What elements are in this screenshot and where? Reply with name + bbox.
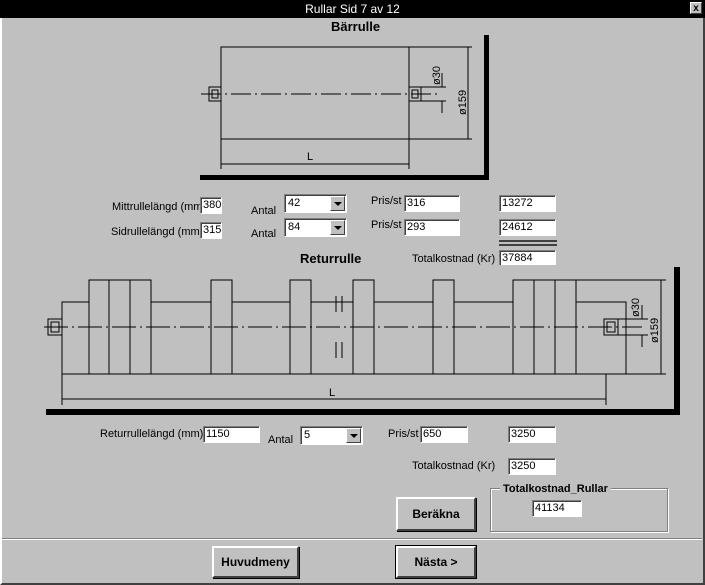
total-rullar-field[interactable]: 41134 — [532, 500, 582, 517]
returrulle-heading: Returrulle — [300, 251, 362, 266]
chevron-down-icon[interactable] — [346, 428, 361, 443]
returrulle-antal-value: 5 — [304, 429, 311, 441]
bar-total-field[interactable]: 37884 — [499, 250, 556, 267]
returrulle-drawing: ø30 ø159 L — [42, 265, 680, 415]
returrulle-inner-dia: ø30 — [630, 298, 642, 317]
title-bar: Rullar Sid 7 av 12 — [0, 0, 705, 18]
returrulle-antal-select[interactable]: 5 — [300, 426, 363, 445]
returrulle-label: Returrullelängd (mm) — [100, 428, 204, 440]
sum-separator-line-2 — [499, 244, 557, 246]
chevron-down-icon[interactable] — [330, 220, 345, 235]
bar-total-label: Totalkostnad (Kr) — [412, 253, 496, 265]
returrulle-sum-field[interactable]: 3250 — [508, 426, 556, 443]
returrulle-antal-label: Antal — [268, 434, 294, 446]
mittrulle-length-field[interactable]: 380 — [200, 197, 222, 214]
mittrulle-pris-label: Pris/st — [371, 195, 402, 207]
sidrulle-length-field[interactable]: 315 — [200, 222, 222, 239]
nasta-button[interactable]: Nästa > — [395, 545, 477, 579]
returrulle-length-field[interactable]: 1150 — [203, 426, 260, 443]
chevron-down-icon[interactable] — [330, 196, 345, 211]
mittrulle-antal-label: Antal — [251, 205, 277, 217]
berakna-button[interactable]: Beräkna — [396, 497, 476, 531]
window-frame — [0, 18, 705, 585]
sidrulle-pris-label: Pris/st — [371, 219, 402, 231]
total-rullar-group-label: Totalkostnad_Rullar — [500, 483, 611, 495]
returrulle-total-label: Totalkostnad (Kr) — [412, 460, 496, 472]
mittrulle-antal-value: 42 — [288, 197, 301, 209]
footer-separator-highlight — [2, 539, 702, 540]
barrulle-inner-dia: ø30 — [431, 66, 443, 85]
panel-shadow-bottom — [46, 409, 680, 415]
window-title: Rullar Sid 7 av 12 — [305, 2, 400, 16]
returrulle-shaft — [61, 301, 627, 375]
mittrulle-label: Mittrullelängd (mm) — [112, 201, 207, 213]
panel-shadow-right — [674, 267, 680, 415]
huvudmeny-button[interactable]: Huvudmeny — [212, 546, 299, 578]
returrulle-pris-label: Pris/st — [388, 428, 419, 440]
barrulle-outer-dia: ø159 — [457, 90, 469, 115]
barrulle-panel — [196, 33, 484, 175]
barrulle-heading: Bärrulle — [331, 19, 381, 34]
sum-separator-line-1 — [499, 240, 557, 242]
footer-separator — [2, 538, 702, 539]
sidrulle-label: Sidrullelängd (mm) — [111, 226, 204, 238]
panel-shadow-bottom — [200, 175, 489, 180]
sidrulle-antal-value: 84 — [288, 221, 301, 233]
sidrulle-pris-field[interactable]: 293 — [404, 219, 460, 236]
mittrulle-sum-field[interactable]: 13272 — [499, 195, 556, 212]
sidrulle-sum-field[interactable]: 24612 — [499, 219, 556, 236]
returrulle-length-dim: L — [329, 387, 335, 399]
close-button[interactable]: x — [690, 2, 702, 14]
mittrulle-antal-select[interactable]: 42 — [284, 194, 347, 213]
sidrulle-antal-label: Antal — [251, 228, 277, 240]
returrulle-pris-field[interactable]: 650 — [420, 426, 468, 443]
barrulle-drawing: ø30 ø159 L — [196, 33, 489, 180]
returrulle-outer-dia: ø159 — [649, 318, 661, 343]
returrulle-total-field[interactable]: 3250 — [508, 458, 556, 475]
mittrulle-pris-field[interactable]: 316 — [404, 195, 460, 212]
barrulle-length-dim: L — [307, 151, 313, 163]
panel-shadow-right — [484, 35, 489, 179]
sidrulle-antal-select[interactable]: 84 — [284, 218, 347, 237]
